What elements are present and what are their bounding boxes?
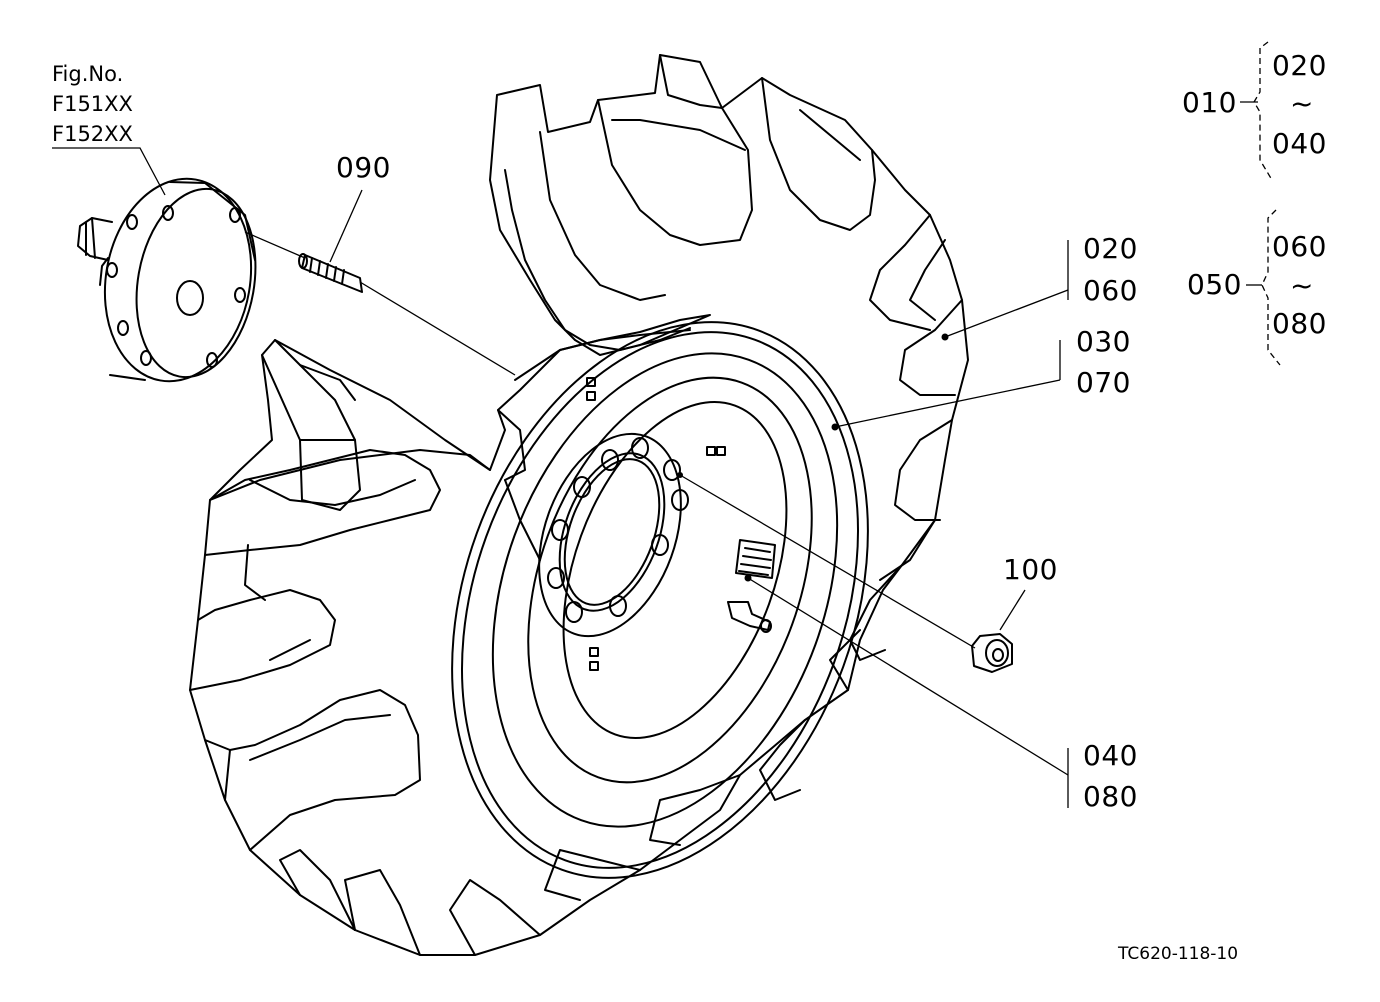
callout-100: 100 [1003, 553, 1058, 586]
group-010-tilde: ~ [1290, 87, 1314, 120]
callout-070: 070 [1076, 366, 1131, 399]
callout-080: 080 [1083, 780, 1138, 813]
group-050-to: 080 [1272, 307, 1327, 340]
group-050-id: 050 [1187, 268, 1242, 301]
hub-nut [972, 634, 1012, 672]
callout-040: 040 [1083, 739, 1138, 772]
callout-020: 020 [1083, 232, 1138, 265]
group-010-from: 020 [1272, 49, 1327, 82]
group-050-from: 060 [1272, 230, 1327, 263]
stud-bolt [299, 254, 362, 292]
group-010-id: 010 [1182, 86, 1237, 119]
figure-number-2: F152XX [52, 122, 133, 146]
drawing-number: TC620-118-10 [1118, 944, 1239, 964]
axle-flange [78, 167, 270, 393]
callout-060: 060 [1083, 274, 1138, 307]
rim-disc [379, 264, 942, 937]
figure-label: Fig.No. [52, 62, 124, 86]
figure-number-1: F151XX [52, 92, 133, 116]
callout-090: 090 [336, 151, 391, 184]
tire-outline [190, 55, 968, 955]
leader-lines [52, 42, 1280, 808]
callout-030: 030 [1076, 325, 1131, 358]
wheel-hub [513, 378, 775, 670]
group-010-to: 040 [1272, 127, 1327, 160]
leader-dots [677, 333, 949, 582]
group-050-tilde: ~ [1290, 269, 1314, 302]
